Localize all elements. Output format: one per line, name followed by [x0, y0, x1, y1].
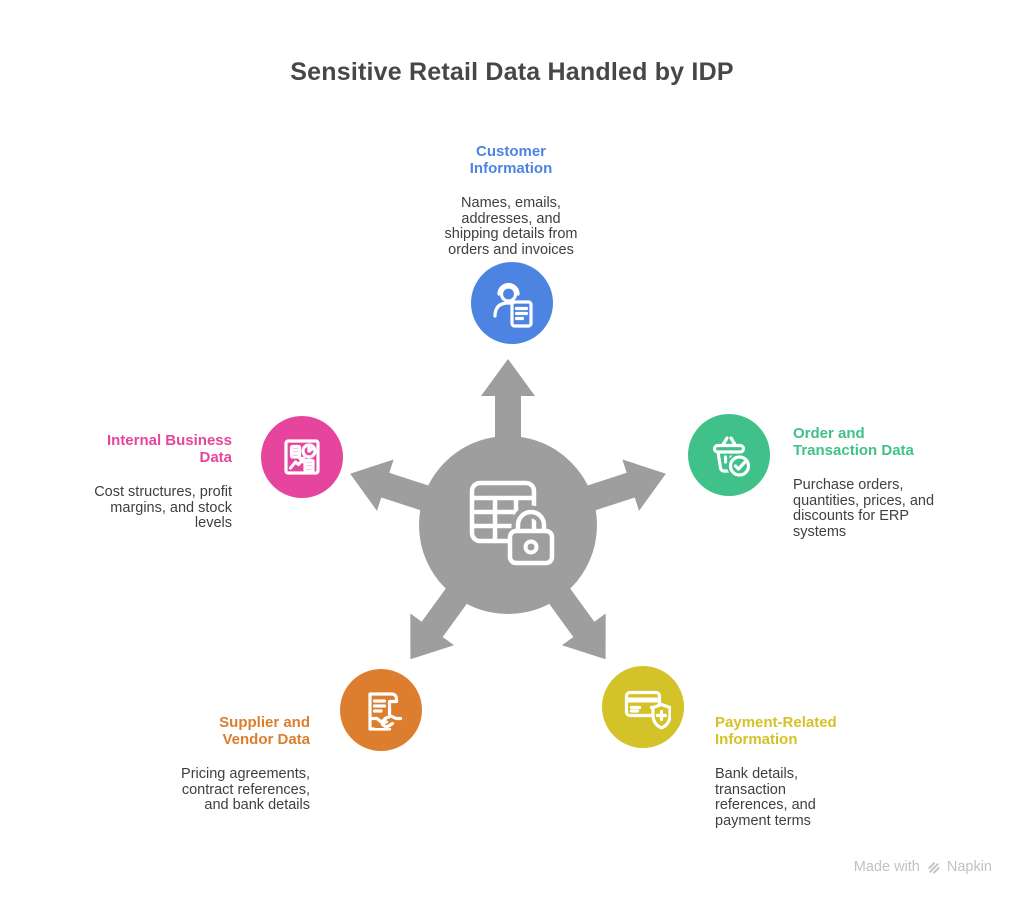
internal-label: Internal Business Data	[106, 432, 232, 466]
supplier-description: Pricing agreements, contract references,…	[181, 766, 310, 813]
order-node-text: Order and Transaction Data Purchase orde…	[793, 407, 978, 558]
basket-check-icon	[712, 436, 752, 479]
supplier-circle	[340, 669, 422, 751]
made-with-napkin-credit: Made with Napkin	[854, 859, 992, 875]
order-description: Purchase orders, quantities, prices, and…	[793, 477, 935, 540]
order-label: Order and Transaction Data	[793, 425, 914, 459]
internal-circle	[261, 416, 343, 498]
payment-circle	[602, 666, 684, 748]
customer-label: Customer Information	[469, 143, 553, 177]
napkin-logo-icon	[928, 861, 940, 874]
payment-node-text: Payment-Related Information Bank details…	[715, 696, 880, 847]
card-shield-icon	[624, 690, 671, 730]
internal-description: Cost structures, profit margins, and sto…	[94, 484, 232, 531]
page-title: Sensitive Retail Data Handled by IDP	[290, 58, 734, 86]
person-document-icon	[493, 282, 533, 328]
customer-description: Names, emails, addresses, and shipping d…	[444, 195, 578, 258]
napkin-brand-text: Napkin	[946, 859, 992, 875]
made-with-text: Made with	[853, 859, 920, 875]
order-circle	[688, 414, 770, 496]
supplier-node-text: Supplier and Vendor Data Pricing agreeme…	[138, 696, 310, 832]
payment-description: Bank details, transaction references, an…	[715, 766, 816, 829]
customer-node-text: Customer Information Names, emails, addr…	[396, 125, 626, 276]
payment-label: Payment-Related Information	[715, 714, 837, 748]
customer-circle	[471, 262, 553, 344]
contract-handshake-icon	[368, 692, 403, 731]
data-table-lock-icon	[469, 480, 555, 566]
supplier-label: Supplier and Vendor Data	[219, 714, 310, 748]
dashboard-charts-icon	[284, 439, 320, 475]
internal-node-text: Internal Business Data Cost structures, …	[58, 414, 232, 550]
